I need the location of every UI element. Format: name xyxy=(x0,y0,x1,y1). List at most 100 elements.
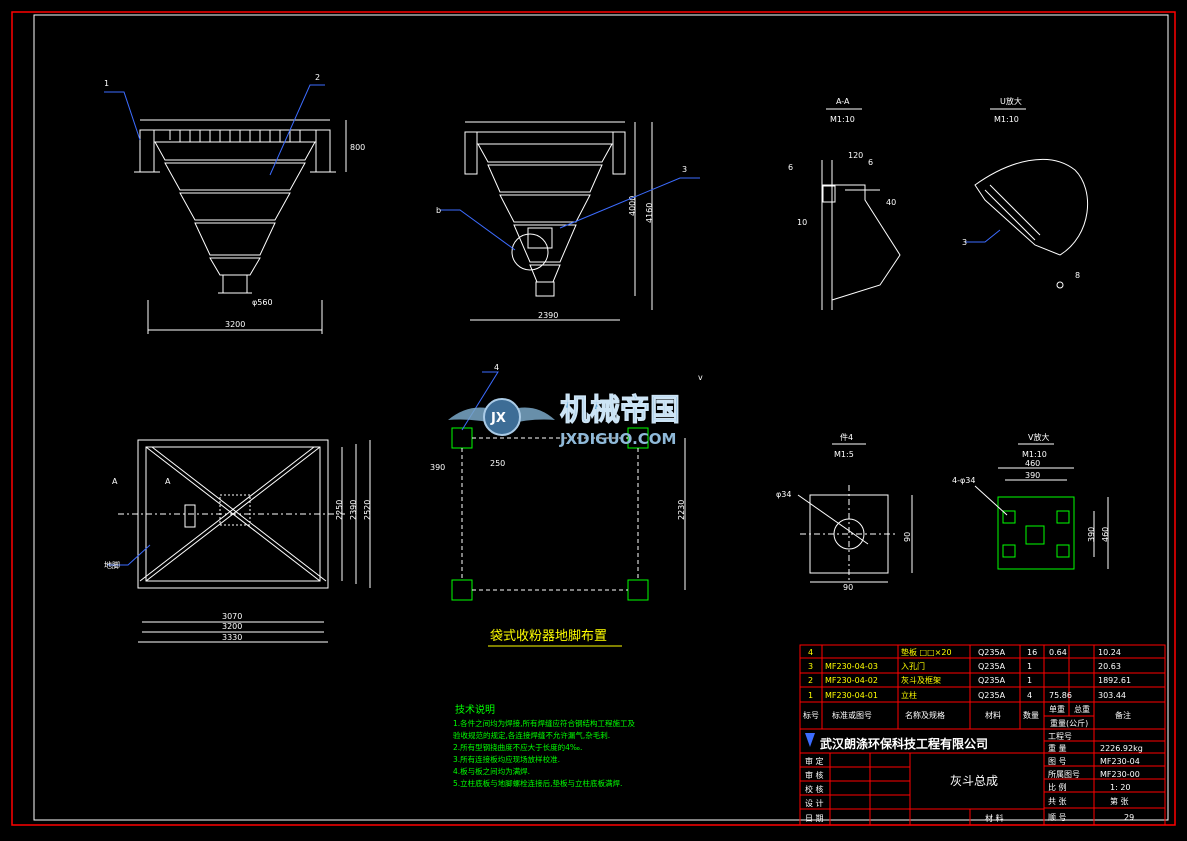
note-5: 5.立柱底板与地脚螺栓连接后,垫板与立柱底板满焊. xyxy=(453,778,622,788)
bom-table: 4 垫板 □□×20 Q235A 16 0.64 10.24 3 MF230-0… xyxy=(799,644,1166,730)
section-aa-scale: M1:10 xyxy=(830,115,855,124)
note-1: 1.各件之间均为焊接,所有焊缝应符合钢结构工程施工及 xyxy=(453,718,636,728)
bom-row1-no: 1 xyxy=(808,691,813,700)
v-detail-scale: M1:10 xyxy=(1022,450,1047,459)
watermark-logo: JX 机械帝国 JXDIGUO.COM xyxy=(448,393,681,448)
section-aa-view: A-A M1:10 120 10 40 6 6 xyxy=(788,97,901,310)
bom-header-name: 名称及规格 xyxy=(905,710,945,720)
callout-v: v xyxy=(698,373,703,382)
dim-front-height: 800 xyxy=(350,143,365,152)
side-view: 2390 4000 4160 b 3 xyxy=(436,121,700,321)
dim-found-a: 390 xyxy=(430,463,445,472)
watermark-badge: JX xyxy=(490,411,506,426)
part4-title: 件4 xyxy=(840,432,853,442)
dim-plan-w1: 3070 xyxy=(222,612,242,621)
bom-row2-total: 1892.61 xyxy=(1098,676,1131,685)
callout-b: b xyxy=(436,206,441,215)
field-drawing-no-label: 图 号 xyxy=(1048,757,1067,766)
bom-row3-total: 20.63 xyxy=(1098,662,1121,671)
dim-v-w1: 460 xyxy=(1025,459,1040,468)
bom-row1-material: Q235A xyxy=(978,691,1006,700)
dim-p4-w: 90 xyxy=(843,583,853,592)
bom-row1-name: 立柱 xyxy=(901,690,917,700)
dim-aa-c: 40 xyxy=(886,198,896,207)
dim-v-w2: 390 xyxy=(1025,471,1040,480)
foundation-view: 2230 390 250 4 v 袋式收粉器地脚布置 xyxy=(430,363,703,647)
bom-row3-name: 入孔门 xyxy=(901,661,925,671)
bom-header-remark: 备注 xyxy=(1115,710,1131,720)
company-logo-icon xyxy=(805,733,815,747)
u-detail-scale: M1:10 xyxy=(994,115,1019,124)
inner-frame xyxy=(33,14,1169,821)
note-3: 3.所有连接板均应现场放样校准. xyxy=(453,754,560,764)
front-view: 3200 800 φ560 1 2 xyxy=(104,73,365,334)
bom-header-material: 材料 xyxy=(985,710,1001,720)
field-parent-label: 所属图号 xyxy=(1048,769,1080,779)
bom-row4-name: 垫板 □□×20 xyxy=(901,647,952,657)
outer-frame xyxy=(11,11,1176,826)
foundation-title: 袋式收粉器地脚布置 xyxy=(490,628,607,644)
dim-plan-h3: 2520 xyxy=(363,500,372,520)
plan-view: 3070 3200 3330 2250 2390 2520 A A 地脚 xyxy=(104,439,372,643)
dim-aa-a: 120 xyxy=(848,151,863,160)
bom-row3-no: 3 xyxy=(808,662,813,671)
watermark-cn: 机械帝国 xyxy=(560,393,680,428)
field-sheets-label: 共 张 xyxy=(1048,797,1067,806)
callout-2: 2 xyxy=(315,73,320,82)
note-1b: 验收规范的规定,各连接焊缝不允许漏气,杂毛刺. xyxy=(453,730,610,740)
dim-v-h2: 460 xyxy=(1101,527,1110,542)
title-block: 武汉朗涤环保科技工程有限公司 灰斗总成 审 定 审 核 校 核 设 计 日 期 … xyxy=(799,728,1166,826)
bom-row2-qty: 1 xyxy=(1027,676,1032,685)
field-seq-label: 顺 号 xyxy=(1048,813,1067,822)
dim-front-width: 3200 xyxy=(225,320,245,329)
part4-view: 件4 M1:5 φ34 90 90 xyxy=(776,432,913,592)
field-weight-label: 重 量 xyxy=(1048,743,1067,753)
dim-found-b: 250 xyxy=(490,459,505,468)
dim-front-dia: φ560 xyxy=(252,298,273,307)
field-seq-value: 29 xyxy=(1124,813,1134,822)
field-sheets-value: 第 张 xyxy=(1110,796,1129,806)
role-approve: 审 定 xyxy=(805,756,824,766)
dim-side-width: 2390 xyxy=(538,311,558,320)
section-aa-title: A-A xyxy=(836,97,850,106)
weld-mark-3: 8 xyxy=(1075,271,1080,280)
notes-title: 技术说明 xyxy=(455,703,495,716)
part4-scale: M1:5 xyxy=(834,450,854,459)
dim-plan-h1: 2250 xyxy=(335,500,344,520)
drawing-name: 灰斗总成 xyxy=(950,774,998,788)
field-drawing-no-value: MF230-04 xyxy=(1100,757,1140,766)
watermark-en: JXDIGUO.COM xyxy=(559,430,676,448)
dim-plan-h2: 2390 xyxy=(349,500,358,520)
bom-row2-no: 2 xyxy=(808,676,813,685)
bom-row4-unit: 0.64 xyxy=(1049,648,1067,657)
callout-3: 3 xyxy=(682,165,687,174)
v-detail-title: V放大 xyxy=(1028,432,1049,442)
dim-side-h1: 4000 xyxy=(628,196,637,216)
field-weight-value: 2226.92kg xyxy=(1100,744,1143,753)
bom-row3-material: Q235A xyxy=(978,662,1006,671)
field-project-label: 工程号 xyxy=(1048,732,1072,741)
note-2: 2.所有型钢挠曲度不应大于长度的4‰. xyxy=(453,742,582,752)
bom-row3-code: MF230-04-03 xyxy=(825,662,878,671)
role-review: 审 核 xyxy=(805,770,824,780)
bom-row2-material: Q235A xyxy=(978,676,1006,685)
technical-notes: 技术说明 1.各件之间均为焊接,所有焊缝应符合钢结构工程施工及 验收规范的规定,… xyxy=(453,703,636,788)
field-scale-label: 比 例 xyxy=(1048,782,1067,792)
bom-header-total: 总重 xyxy=(1074,704,1090,714)
bom-row3-qty: 1 xyxy=(1027,662,1032,671)
field-parent-value: MF230-00 xyxy=(1100,770,1140,779)
role-design: 设 计 xyxy=(805,798,824,808)
weld-mark-1: 6 xyxy=(788,163,793,172)
bom-header-weight: 重量(公斤) xyxy=(1050,718,1088,728)
bom-header-qty: 数量 xyxy=(1023,710,1039,720)
role-date: 日 期 xyxy=(805,814,824,823)
material-label: 材 料 xyxy=(985,813,1004,823)
v-detail-view: V放大 M1:10 460 390 390 460 4-φ34 xyxy=(952,432,1110,570)
bom-row4-qty: 16 xyxy=(1027,648,1037,657)
weld-mark-2: 6 xyxy=(868,158,873,167)
dim-aa-b: 10 xyxy=(797,218,807,227)
bom-header-code: 标准或图号 xyxy=(832,710,872,720)
bom-row1-unit: 75.86 xyxy=(1049,691,1072,700)
u-detail-view: U放大 M1:10 3 8 xyxy=(962,96,1088,289)
bom-row1-total: 303.44 xyxy=(1098,691,1126,700)
